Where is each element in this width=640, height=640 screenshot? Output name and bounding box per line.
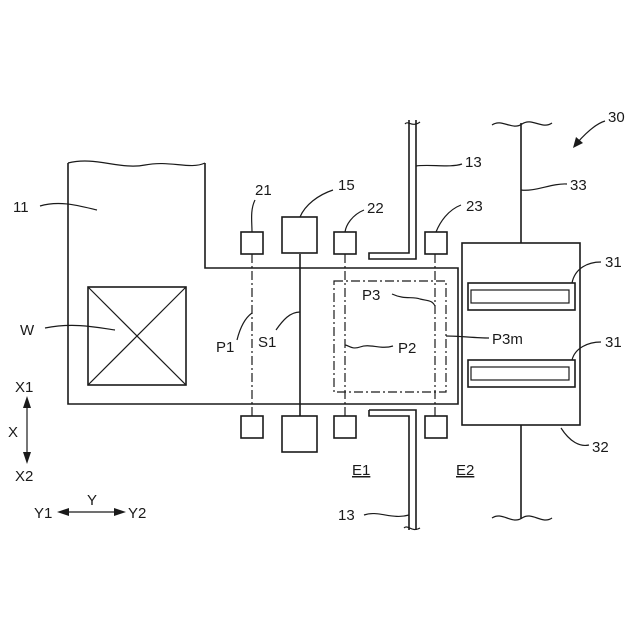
label-y1: Y1 bbox=[34, 505, 52, 522]
label-15: 15 bbox=[338, 177, 355, 194]
arrow-30 bbox=[573, 121, 605, 148]
label-y2: Y2 bbox=[128, 505, 146, 522]
label-e1: E1 bbox=[352, 462, 370, 479]
axis-x bbox=[23, 396, 31, 464]
label-x1: X1 bbox=[15, 379, 33, 396]
label-33: 33 bbox=[570, 177, 587, 194]
label-21: 21 bbox=[255, 182, 272, 199]
label-31-top: 31 bbox=[605, 254, 622, 271]
sensor-23-top bbox=[425, 232, 447, 254]
label-p3: P3 bbox=[362, 287, 380, 304]
axis-y bbox=[57, 508, 126, 516]
sensor-23-bottom bbox=[425, 416, 447, 438]
sensor-22-bottom bbox=[334, 416, 356, 438]
label-p2: P2 bbox=[398, 340, 416, 357]
label-w: W bbox=[20, 322, 35, 339]
sensor-15-bottom bbox=[282, 416, 317, 452]
label-13-top: 13 bbox=[465, 154, 482, 171]
label-e2: E2 bbox=[456, 462, 474, 479]
chamber-11-wavy-top bbox=[68, 161, 205, 166]
label-22: 22 bbox=[367, 200, 384, 217]
sensor-21-top bbox=[241, 232, 263, 254]
chamber-11-outline bbox=[68, 163, 458, 404]
label-30: 30 bbox=[608, 109, 625, 126]
label-y: Y bbox=[87, 492, 97, 509]
wall-13-bottom bbox=[369, 410, 420, 530]
label-p3m: P3m bbox=[492, 331, 523, 348]
label-s1: S1 bbox=[258, 334, 276, 351]
workpiece-w bbox=[88, 287, 186, 385]
label-11: 11 bbox=[13, 199, 29, 216]
label-31-bottom: 31 bbox=[605, 334, 622, 351]
wall-13-top bbox=[369, 120, 420, 259]
label-23: 23 bbox=[466, 198, 483, 215]
sensor-21-bottom bbox=[241, 416, 263, 438]
sensor-15-top bbox=[282, 217, 317, 253]
sensor-22-top bbox=[334, 232, 356, 254]
region-p3m bbox=[334, 281, 446, 392]
label-p1: P1 bbox=[216, 339, 234, 356]
label-13-bottom: 13 bbox=[338, 507, 355, 524]
label-32: 32 bbox=[592, 439, 609, 456]
label-x: X bbox=[8, 424, 18, 441]
label-x2: X2 bbox=[15, 468, 33, 485]
